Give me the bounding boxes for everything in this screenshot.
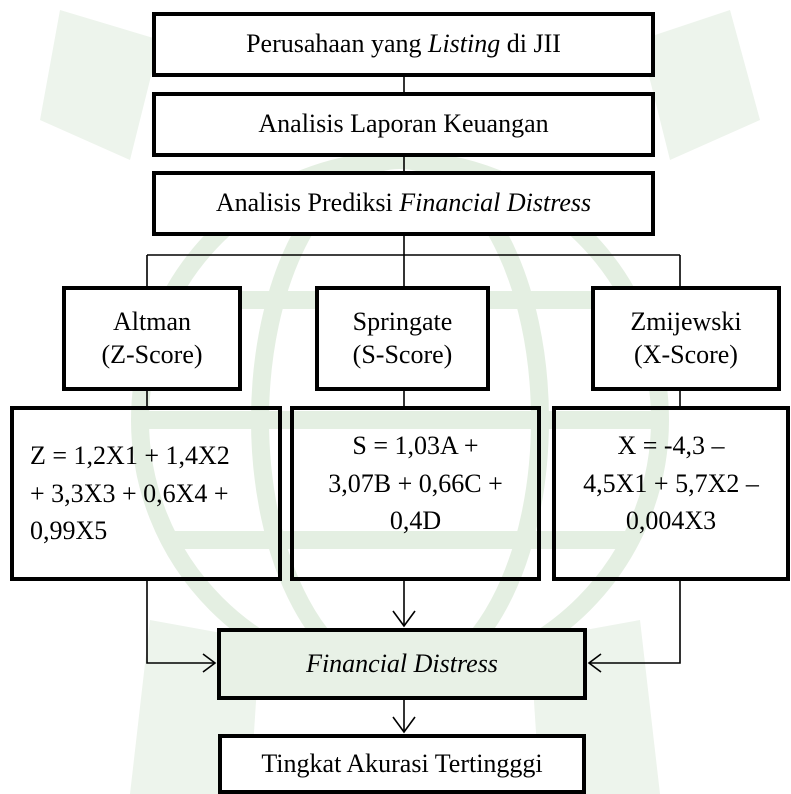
financial-report-analysis-label: Analisis Laporan Keuangan — [258, 109, 549, 139]
highest-accuracy-label: Tingkat Akurasi Tertingggi — [261, 748, 543, 778]
springate-formula-line-1: S = 1,03A + — [352, 430, 479, 460]
distress-prediction-prefix: Analisis Prediksi — [215, 188, 400, 218]
altman-formula-box: Z = 1,2X1 + 1,4X2 + 3,3X3 + 0,6X4 + 0,99… — [10, 406, 282, 581]
springate-model-box: Springate (S-Score) — [315, 286, 490, 391]
distress-prediction-box: Analisis Prediksi Financial Distress — [152, 171, 655, 236]
financial-distress-box: Financial Distress — [217, 628, 587, 700]
springate-formula-line-2: 3,07B + 0,66C + — [328, 468, 503, 498]
listed-companies-text: Perusahaan yang Listing di JII — [246, 28, 561, 61]
listed-companies-prefix: Perusahaan yang — [246, 29, 428, 59]
listed-companies-box: Perusahaan yang Listing di JII — [152, 12, 655, 77]
altman-formula-line-1: Z = 1,2X1 + 1,4X2 — [30, 440, 230, 470]
zmijewski-formula-line-1: X = -4,3 – — [617, 430, 725, 460]
distress-prediction-text: Analisis Prediksi Financial Distress — [216, 187, 591, 220]
springate-model-name: Springate — [352, 307, 453, 336]
springate-model-score: (S-Score) — [352, 339, 453, 369]
altman-model-score: (Z-Score) — [101, 339, 203, 369]
zmijewski-formula-line-3: 0,004X3 — [625, 506, 717, 536]
zmijewski-model-score: (X-Score) — [634, 339, 738, 369]
listed-companies-italic: Listing — [428, 29, 501, 59]
financial-distress-label: Financial Distress — [306, 648, 498, 678]
zmijewski-model-box: Zmijewski (X-Score) — [591, 286, 781, 391]
altman-formula-line-2: + 3,3X3 + 0,6X4 + — [30, 478, 229, 508]
altman-model-name: Altman — [113, 307, 191, 336]
zmijewski-formula-line-2: 4,5X1 + 5,7X2 – — [583, 468, 759, 498]
altman-formula-line-3: 0,99X5 — [30, 516, 108, 546]
zmijewski-formula-box: X = -4,3 – 4,5X1 + 5,7X2 – 0,004X3 — [552, 406, 790, 581]
highest-accuracy-box: Tingkat Akurasi Tertingggi — [218, 734, 586, 794]
springate-formula-line-3: 0,4D — [389, 506, 442, 536]
zmijewski-model-name: Zmijewski — [630, 307, 742, 336]
distress-prediction-italic: Financial Distress — [399, 188, 592, 218]
listed-companies-suffix: di JII — [500, 29, 561, 59]
financial-report-analysis-box: Analisis Laporan Keuangan — [152, 92, 655, 157]
altman-model-box: Altman (Z-Score) — [62, 286, 242, 391]
springate-formula-box: S = 1,03A + 3,07B + 0,66C + 0,4D — [290, 406, 541, 581]
